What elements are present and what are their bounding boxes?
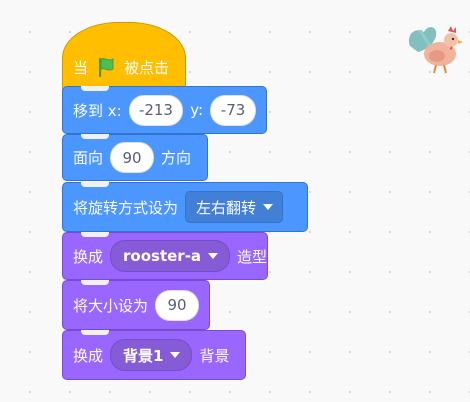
y-input[interactable]: -73 (210, 94, 256, 126)
costume-dropdown[interactable]: rooster-a (110, 240, 231, 272)
backdrop-dropdown[interactable]: 背景1 (110, 339, 193, 371)
block-notch (81, 330, 109, 335)
rotation-style-value: 左右翻转 (196, 198, 257, 217)
goto-x-label: 移到 x: (73, 101, 122, 120)
goto-xy-block[interactable]: 移到 x: -213 y: -73 (62, 86, 267, 134)
backdrop-suffix-label: 背景 (199, 346, 230, 365)
rotation-style-dropdown[interactable]: 左右翻转 (185, 191, 284, 223)
hat-suffix-label: 被点击 (124, 58, 170, 77)
switch-costume-block[interactable]: 换成 rooster-a 造型 (62, 232, 268, 280)
backdrop-prefix-label: 换成 (73, 346, 104, 365)
rotation-style-block[interactable]: 将旋转方式设为 左右翻转 (62, 182, 308, 232)
costume-prefix-label: 换成 (73, 247, 104, 266)
x-input[interactable]: -213 (128, 94, 184, 126)
costume-value: rooster-a (123, 247, 202, 265)
set-size-label: 将大小设为 (73, 296, 149, 315)
rotation-style-label: 将旋转方式设为 (73, 198, 179, 217)
direction-suffix-label: 方向 (161, 149, 192, 167)
costume-suffix-label: 造型 (237, 247, 268, 266)
block-notch (81, 134, 109, 139)
block-notch (81, 280, 109, 285)
point-direction-block[interactable]: 面向 90 方向 (62, 134, 208, 181)
block-notch (81, 232, 109, 237)
green-flag-icon (99, 58, 114, 77)
size-input[interactable]: 90 (155, 289, 200, 321)
direction-input[interactable]: 90 (110, 142, 155, 173)
chevron-down-icon (208, 253, 219, 259)
chevron-down-icon (263, 204, 274, 210)
rooster-sprite-icon (408, 26, 463, 74)
block-notch (81, 86, 109, 91)
goto-y-label: y: (190, 101, 204, 119)
chevron-down-icon (170, 352, 181, 358)
when-flag-clicked-block[interactable]: 当 被点击 (62, 22, 186, 94)
hat-prefix-label: 当 (73, 58, 89, 77)
set-size-block[interactable]: 将大小设为 90 (62, 280, 210, 330)
block-notch (81, 182, 109, 187)
backdrop-value: 背景1 (123, 346, 164, 365)
switch-backdrop-block[interactable]: 换成 背景1 背景 (62, 330, 246, 380)
direction-prefix-label: 面向 (73, 149, 104, 167)
